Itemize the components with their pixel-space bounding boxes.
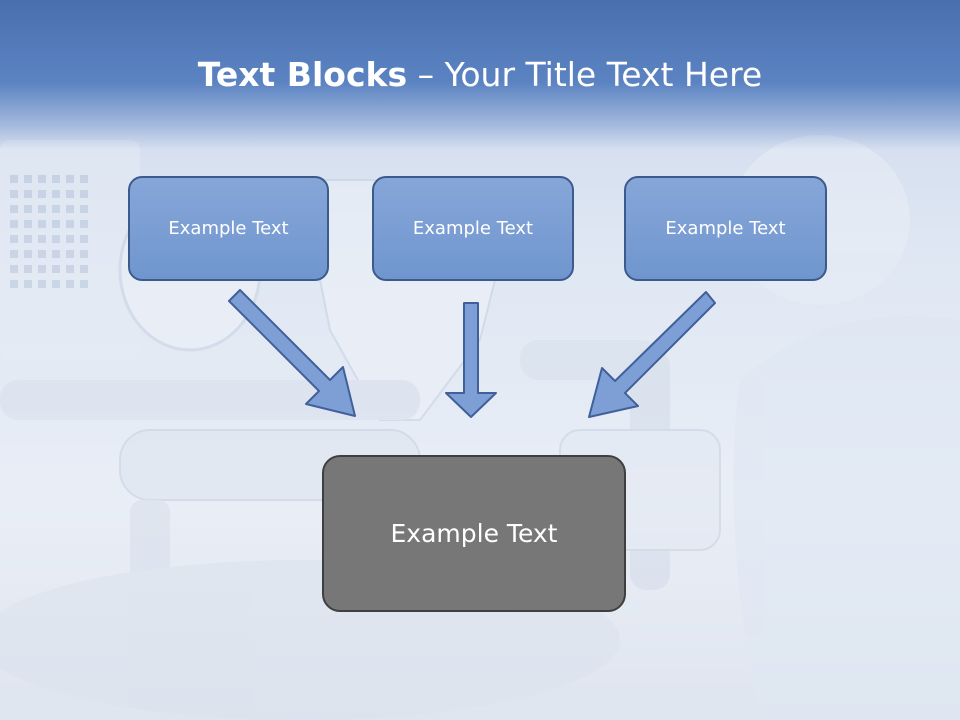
text-block-main[interactable]: Example Text — [322, 455, 626, 612]
title-dash: – — [407, 55, 445, 94]
title-bar — [0, 0, 960, 150]
arrow-center-to-main — [445, 302, 497, 418]
title-bold: Text Blocks — [197, 55, 408, 94]
arrow-left-to-main — [228, 289, 356, 417]
text-block-right[interactable]: Example Text — [624, 176, 827, 281]
text-block-left[interactable]: Example Text — [128, 176, 329, 281]
arrow-right-to-main — [588, 291, 716, 418]
text-block-center[interactable]: Example Text — [372, 176, 574, 281]
slide-title: Text Blocks – Your Title Text Here — [0, 52, 960, 98]
title-rest: Your Title Text Here — [444, 55, 763, 94]
